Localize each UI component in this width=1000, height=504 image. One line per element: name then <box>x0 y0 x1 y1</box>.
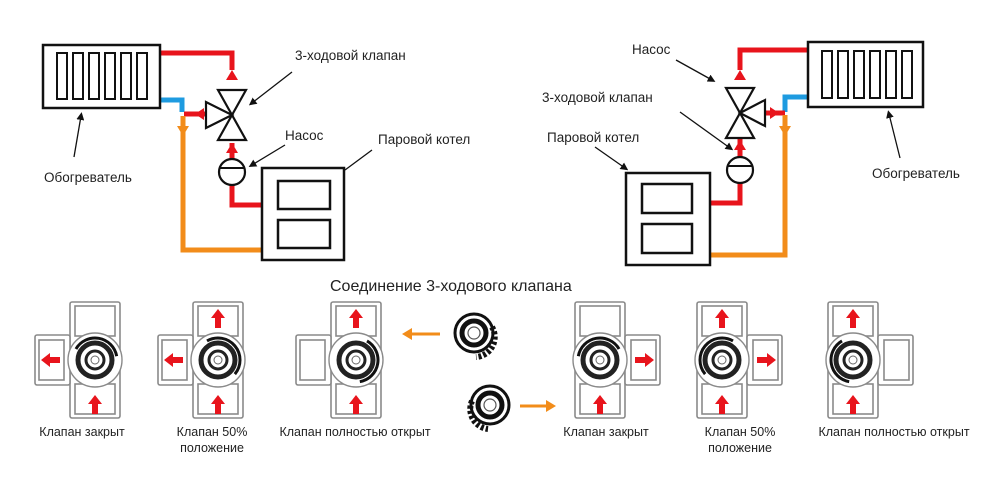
boiler-icon <box>260 166 346 262</box>
flow-arrow-right <box>757 353 776 367</box>
boiler-leader <box>344 149 373 171</box>
valve-state-label: Клапан закрыт <box>563 425 649 439</box>
valve-state-left-1 <box>34 301 123 419</box>
three-way-valve-icon <box>724 86 767 140</box>
heater-label: Обогреватель <box>872 166 960 181</box>
supply-pipe-top-arrow <box>226 70 238 80</box>
heater-leader <box>886 110 901 159</box>
radiator-icon <box>41 43 162 110</box>
valve-state-label-line1: Клапан 50% <box>177 425 248 439</box>
valve-knob-icon <box>471 386 509 424</box>
flow-arrow-up <box>88 395 102 414</box>
valve-knob-icon <box>580 340 620 380</box>
flow-arrow-up <box>211 395 225 414</box>
return-arrow <box>177 126 189 136</box>
right-scheme: Насос 3-ходовой клапан Паровой котел Обо… <box>542 40 960 267</box>
bypass-arrow <box>770 107 779 119</box>
valve-state-right-2 <box>694 301 783 419</box>
heater-label: Обогреватель <box>44 170 132 185</box>
pump-icon <box>217 157 247 187</box>
flow-arrow-up <box>846 395 860 414</box>
supply-pipe <box>160 50 235 70</box>
valve-knob-icon <box>336 340 376 380</box>
valve-state-label-line2: положение <box>708 441 772 455</box>
valve-states: Клапан закрыт Клапан 50% положение Клапан п… <box>34 301 970 455</box>
valve-knob-icon <box>833 340 873 380</box>
pump-arrow <box>734 140 746 150</box>
boiler-supply-pipe <box>710 182 743 206</box>
valve-label: 3-ходовой клапан <box>542 90 653 105</box>
valve-knob-icon <box>702 340 742 380</box>
return-pipe <box>710 115 788 258</box>
pump-leader <box>248 144 286 168</box>
valve-knob-icon <box>75 340 115 380</box>
valve-state-right-1 <box>572 301 661 419</box>
radiator-icon <box>806 40 925 109</box>
knob-top <box>455 314 498 360</box>
left-scheme: Обогреватель 3-ходовой клапан Насос Паро… <box>41 43 470 262</box>
flow-arrow-up <box>715 395 729 414</box>
cooled-pipe <box>160 97 185 112</box>
supply-pipe <box>737 47 808 70</box>
connection-arrowhead-right <box>546 400 556 412</box>
flow-arrow-right <box>635 353 654 367</box>
pump-leader <box>675 59 716 82</box>
valve-knob-icon <box>455 314 493 352</box>
knob-bottom <box>467 386 509 432</box>
pump-icon <box>725 155 755 185</box>
valve-state-left-2 <box>157 301 246 419</box>
boiler-label: Паровой котел <box>378 132 470 147</box>
boiler-leader <box>594 146 629 171</box>
boiler-supply-pipe <box>229 185 262 208</box>
flow-arrow-up <box>846 309 860 328</box>
valve-state-label-line2: положение <box>180 441 244 455</box>
bypass-arrow <box>195 108 204 120</box>
flow-arrow-up <box>715 309 729 328</box>
flow-arrow-left <box>164 353 183 367</box>
valve-leader <box>679 111 734 151</box>
cooled-pipe <box>782 94 808 112</box>
valve-state-left-3 <box>295 301 384 419</box>
valve-state-label: Клапан полностью открыт <box>279 425 430 439</box>
boiler-label: Паровой котел <box>547 130 639 145</box>
valve-leader <box>248 71 293 106</box>
pump-label: Насос <box>632 42 671 57</box>
valve-state-label-line1: Клапан 50% <box>705 425 776 439</box>
heater-leader <box>73 112 85 158</box>
flow-arrow-up <box>349 309 363 328</box>
connection-arrowhead-left <box>402 328 412 340</box>
flow-arrow-up <box>349 395 363 414</box>
valve-state-label: Клапан закрыт <box>39 425 125 439</box>
pump-arrow <box>226 143 238 153</box>
valve-label: 3-ходовой клапан <box>295 48 406 63</box>
valve-knob-icon <box>198 340 238 380</box>
valve-state-label: Клапан полностью открыт <box>818 425 969 439</box>
flow-arrow-up <box>593 395 607 414</box>
three-way-valve-icon <box>204 88 248 142</box>
return-arrow <box>779 126 791 136</box>
return-pipe <box>180 116 262 253</box>
flow-arrow-left <box>41 353 60 367</box>
flow-arrow-up <box>211 309 225 328</box>
boiler-icon <box>624 171 712 267</box>
section-title: Соединение 3-ходового клапана <box>330 278 572 295</box>
supply-pipe-top-arrow <box>734 70 746 80</box>
pump-label: Насос <box>285 128 324 143</box>
valve-state-right-3 <box>825 301 914 419</box>
